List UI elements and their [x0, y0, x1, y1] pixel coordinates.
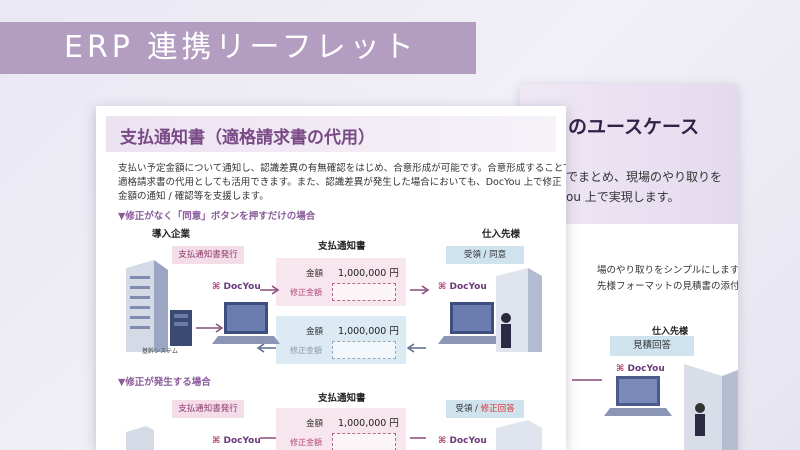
arrow-head: [406, 343, 415, 353]
fix-reply-text: 修正回答: [480, 404, 515, 414]
back-docyou-logo: ⌘ DocYou: [616, 364, 665, 374]
logo-text: DocYou: [627, 364, 665, 374]
person-icon: [501, 313, 511, 348]
back-quote-reply-badge: 見積回答: [610, 336, 694, 356]
logo-text: DocYou: [449, 282, 487, 292]
front-leaflet-page: 支払通知書（適格請求書の代用） 支払い予定金額について通知し、認識差異の有無確認…: [96, 106, 566, 450]
case2-receive-badge: 受領 / 修正回答: [446, 400, 524, 418]
amount-label: 金額: [306, 327, 324, 337]
fix-amount-field: [332, 433, 396, 450]
description-line-2: 適格請求書の代用としても活用できます。また、認識差異が発生した場合においても、D…: [118, 177, 562, 188]
laptop-icon: [438, 302, 506, 344]
logo-text: DocYou: [223, 436, 261, 446]
fix-amount-field: [332, 341, 396, 359]
case1-notice-card-blue: 金額 1,000,000 円 修正金額: [276, 316, 406, 364]
arrow-head: [421, 285, 430, 295]
building-icon: [126, 426, 154, 450]
docyou-logo: ⌘ DocYou: [438, 282, 487, 292]
receive-text: 受領 /: [455, 404, 481, 414]
front-page-header: 支払通知書（適格請求書の代用）: [106, 116, 556, 152]
amount-label: 金額: [306, 269, 324, 279]
case1-notice-card-pink: 金額 1,000,000 円 修正金額: [276, 258, 406, 306]
fix-amount-label: 修正金額: [290, 288, 322, 297]
leaflet-title: ERP 連携リーフレット: [0, 22, 476, 74]
arrow-head: [215, 323, 224, 333]
case2-issue-badge: 支払通知書発行: [172, 400, 244, 418]
erp-system-label: 基幹システム: [142, 348, 178, 355]
front-page-title: 支払通知書（適格請求書の代用）: [120, 128, 375, 148]
back-inner-line-1: 場のやり取りをシンプルにします。: [597, 265, 738, 276]
back-inner-line-2: 先様フォーマットの見積書の添付も: [597, 281, 738, 292]
description-line-1: 支払い予定金額について通知し、認識差異の有無確認をはじめ、合意形成が可能です。合…: [118, 163, 566, 174]
case2-illustration: [126, 420, 542, 450]
supplier-building-icon: [496, 420, 542, 450]
docyou-logo: ⌘ DocYou: [212, 436, 261, 446]
fix-amount-field: [332, 283, 396, 301]
logo-text: DocYou: [223, 282, 261, 292]
back-leaflet-page: のユースケース でまとめ、現場のやり取りを ou 上で実現します。 場のやり取り…: [520, 84, 738, 450]
amount-value: 1,000,000 円: [338, 418, 399, 429]
logo-text: DocYou: [449, 436, 487, 446]
back-page-line-1: でまとめ、現場のやり取りを: [566, 170, 723, 184]
case2-heading: ▼修正が発生する場合: [118, 377, 211, 388]
back-page-title: のユースケース: [568, 116, 700, 138]
person-icon: [695, 403, 705, 436]
case2-notice-label: 支払通知書: [318, 393, 366, 404]
fix-amount-label: 修正金額: [290, 438, 322, 447]
laptop-icon: [604, 376, 672, 416]
case1-receive-badge: 受領 / 同意: [446, 246, 524, 264]
back-supplier-label: 仕入先様: [652, 327, 689, 337]
case1-supplier-label: 仕入先様: [482, 229, 521, 240]
building-icon: [684, 364, 738, 450]
case1-heading: ▼修正がなく「同意」ボタンを押すだけの場合: [118, 211, 316, 222]
case1-issue-badge: 支払通知書発行: [172, 246, 244, 264]
case1-notice-label: 支払通知書: [318, 241, 366, 252]
amount-value: 1,000,000 円: [338, 268, 399, 279]
server-icon: [170, 310, 192, 346]
docyou-logo: ⌘ DocYou: [212, 282, 261, 292]
arrow-head: [271, 285, 280, 295]
back-page-line-2: ou 上で実現します。: [566, 190, 680, 204]
amount-value: 1,000,000 円: [338, 326, 399, 337]
back-illustration: [572, 364, 738, 450]
description-line-3: 金額の通知 / 確認等を支援します。: [118, 191, 269, 202]
fix-amount-label: 修正金額: [290, 346, 322, 355]
laptop-icon: [212, 302, 280, 344]
building-icon: [126, 260, 168, 352]
amount-label: 金額: [306, 419, 324, 429]
case1-illustration: [126, 260, 542, 353]
case2-notice-card-pink: 金額 1,000,000 円 修正金額: [276, 408, 406, 450]
arrow-head: [256, 343, 265, 353]
docyou-logo: ⌘ DocYou: [438, 436, 487, 446]
case1-company-label: 導入企業: [152, 229, 191, 240]
